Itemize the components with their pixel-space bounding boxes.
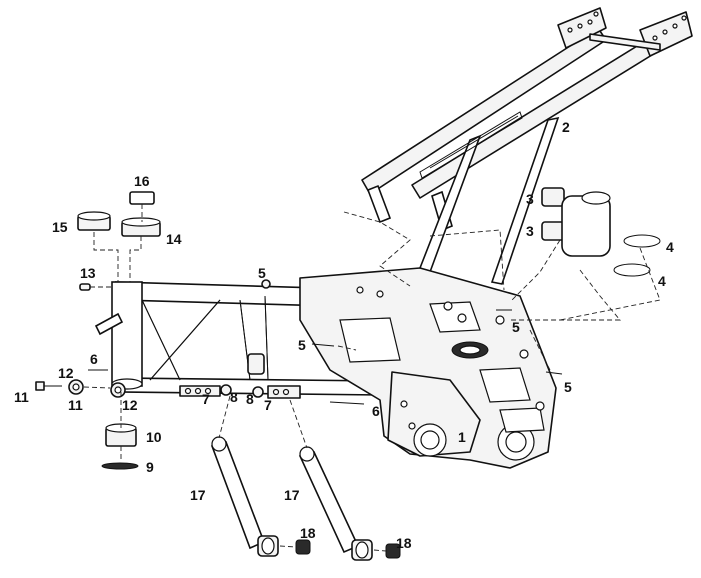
callout-1: 1: [458, 429, 466, 445]
clamp-part-4: [613, 234, 661, 277]
callout-8a: 8: [230, 389, 238, 405]
callout-5a: 5: [258, 265, 266, 281]
callout-7b: 7: [264, 397, 272, 413]
callout-4b: 4: [658, 273, 666, 289]
callout-12b: 12: [122, 397, 138, 413]
damper-part-3: [541, 187, 565, 241]
callout-3a: 3: [526, 191, 534, 207]
rear-subframe-part-2: [361, 7, 693, 285]
callout-2: 2: [562, 119, 570, 135]
callout-14: 14: [166, 231, 182, 247]
seal-ring-part-9: [101, 462, 139, 470]
callout-8b: 8: [246, 391, 254, 407]
bushing-part-18: [257, 535, 401, 561]
callout-labels: 1 2 3 3 4 4 5 5 5 5 6 6 7 7 8 8 9 10 11 …: [14, 119, 674, 551]
callout-6b: 6: [372, 403, 380, 419]
callout-5d: 5: [564, 379, 572, 395]
callout-11b: 11: [68, 397, 83, 413]
main-frame-part-1: [94, 267, 557, 469]
callout-11a: 11: [14, 389, 29, 405]
callout-7a: 7: [202, 391, 210, 407]
callout-4a: 4: [666, 239, 674, 255]
callout-3b: 3: [526, 223, 534, 239]
callout-9: 9: [146, 459, 154, 475]
callout-10: 10: [146, 429, 162, 445]
callout-12a: 12: [58, 365, 74, 381]
head-cup-part-15: [77, 211, 111, 231]
callout-17b: 17: [284, 487, 300, 503]
callout-16: 16: [134, 173, 150, 189]
callout-5c: 5: [512, 319, 520, 335]
oil-canister: [561, 191, 611, 257]
callout-6a: 6: [90, 351, 98, 367]
link-arm-part-17: [210, 436, 360, 554]
fasteners: [35, 279, 563, 405]
assembly-guide-lines: [83, 204, 661, 552]
callout-5b: 5: [298, 337, 306, 353]
callout-17a: 17: [190, 487, 206, 503]
head-cup-part-14: [121, 217, 161, 237]
bearing-part-16: [129, 191, 155, 205]
callout-15: 15: [52, 219, 68, 235]
callout-13: 13: [80, 265, 96, 281]
callout-18b: 18: [396, 535, 412, 551]
callout-18a: 18: [300, 525, 316, 541]
